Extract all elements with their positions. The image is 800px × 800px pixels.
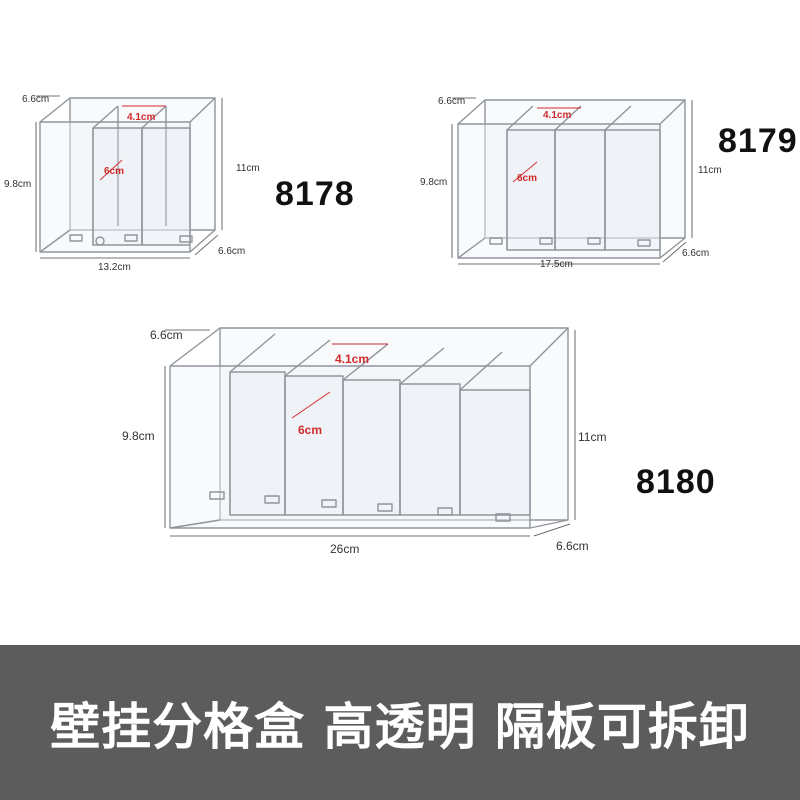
box-8178-compartment-width: 4.1cm <box>127 112 156 123</box>
box-8178-drawing <box>35 95 223 259</box>
box-8178-front-height: 9.8cm <box>4 179 32 190</box>
feature-banner: 壁挂分格盒 高透明 隔板可拆卸 <box>0 645 800 800</box>
box-8180-depth-side: 6.6cm <box>556 539 589 553</box>
product-illustration: 6.6cm 4.1cm 9.8cm 6cm 11cm 6.6cm 13.2cm … <box>4 94 798 556</box>
box-8179-length: 17.5cm <box>540 259 573 270</box>
box-8180-back-height: 11cm <box>578 430 607 444</box>
box-8180-depth-top: 6.6cm <box>150 328 183 342</box>
acrylic-boxes-drawing <box>35 95 693 537</box>
box-8179-back-height: 11cm <box>698 165 722 176</box>
box-8178-divider-depth: 6cm <box>104 166 125 177</box>
box-8178-back-height: 11cm <box>236 163 260 174</box>
box-8179-compartment-width: 4.1cm <box>543 110 572 121</box>
box-8179-depth-side: 6.6cm <box>682 248 710 259</box>
box-8179-drawing <box>451 97 693 265</box>
box-8180-drawing <box>164 327 576 537</box>
box-8178-model: 8178 <box>275 175 355 213</box>
box-8180-front-height: 9.8cm <box>122 429 155 443</box>
box-8180-length: 26cm <box>330 542 360 556</box>
box-8178-length: 13.2cm <box>98 262 131 273</box>
box-8178-depth-side: 6.6cm <box>218 246 246 257</box>
box-8179-depth-top: 6.6cm <box>438 96 466 107</box>
banner-text: 壁挂分格盒 高透明 隔板可拆卸 <box>50 697 750 756</box>
box-8179-divider-depth: 6cm <box>517 173 538 184</box>
box-8180-divider-depth: 6cm <box>298 423 323 437</box>
box-8180-compartment-width: 4.1cm <box>335 352 370 366</box>
box-8179-front-height: 9.8cm <box>420 177 448 188</box>
box-8180-model: 8180 <box>636 463 716 501</box>
box-8178-depth-top: 6.6cm <box>22 94 50 105</box>
box-8179-model: 8179 <box>718 122 798 160</box>
